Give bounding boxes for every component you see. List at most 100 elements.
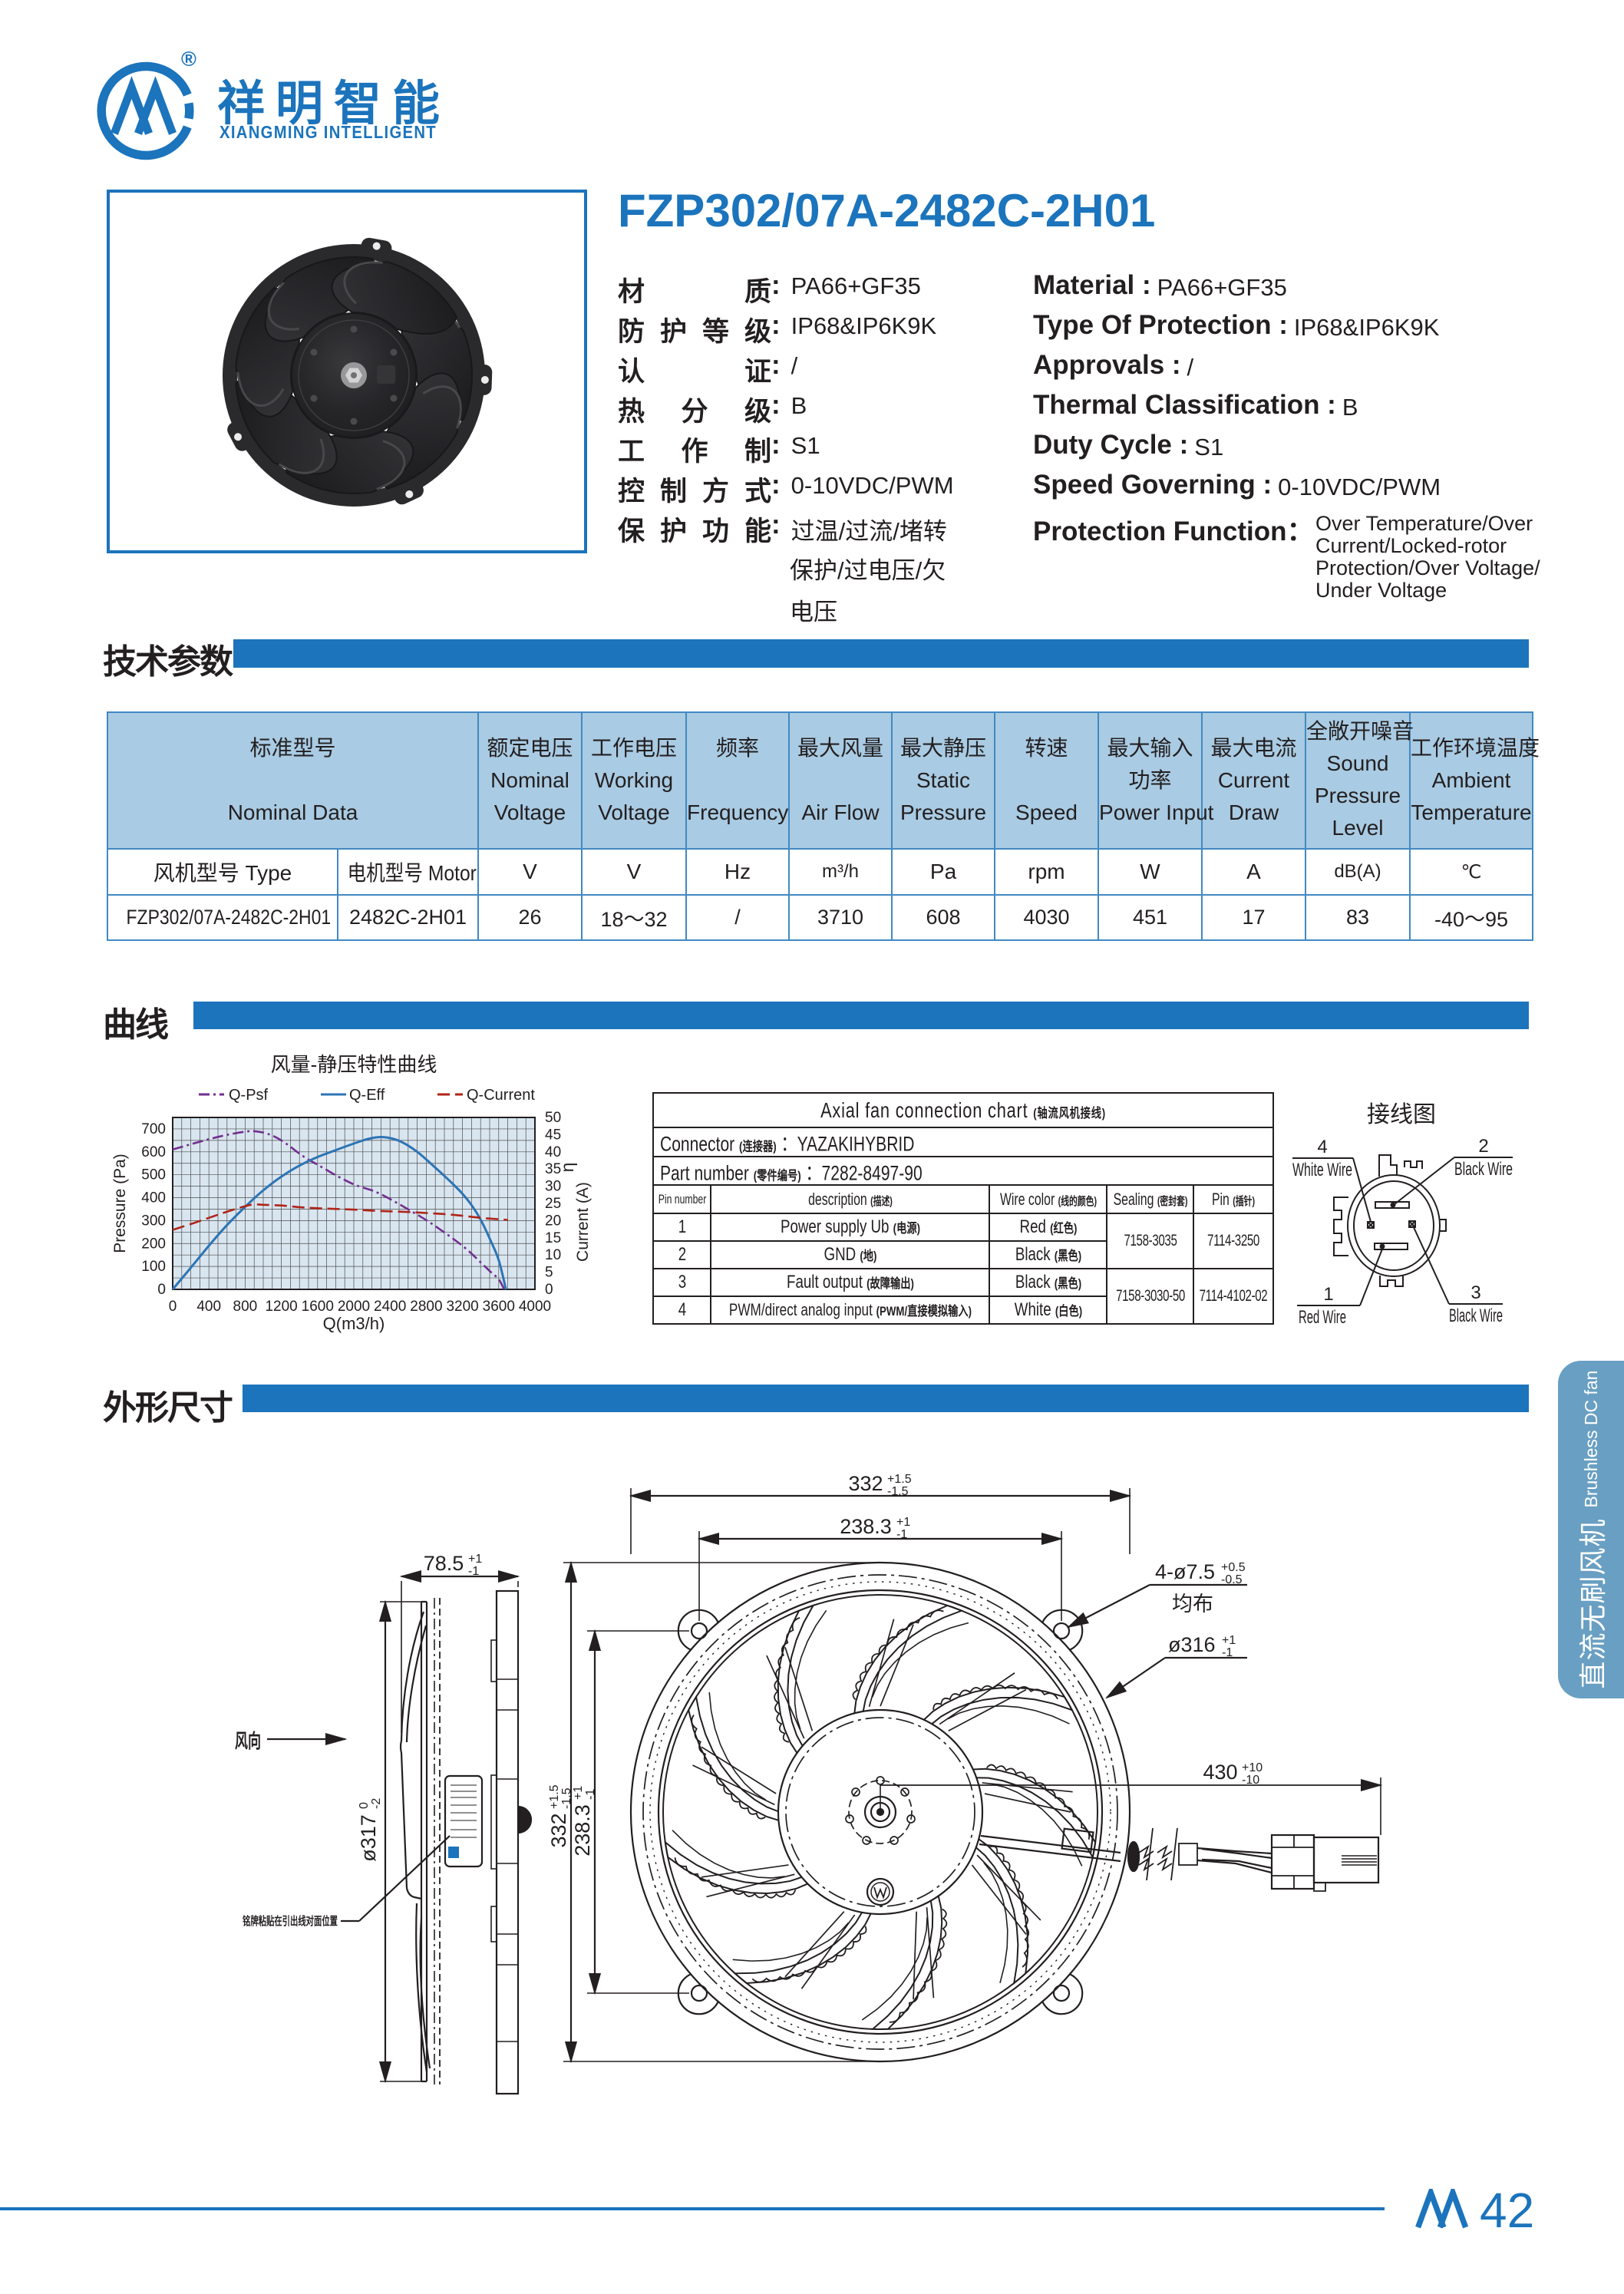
brand-name-cn: 祥明智能 xyxy=(217,78,451,130)
spec-cn-protection-grade: 防护等级:IP68&IP6K9K xyxy=(618,310,937,347)
val-current: 17 xyxy=(1201,894,1307,941)
conn-col-pin2: Pin (插针) xyxy=(1192,1184,1275,1214)
svg-text:700: 700 xyxy=(141,1121,166,1137)
spec-cn-thermal: 热分级:B xyxy=(618,390,807,427)
svg-text:200: 200 xyxy=(141,1236,166,1252)
conn-row-4: 4 PWM/direct analog input (PWM/直接模拟输入) W… xyxy=(652,1296,1273,1325)
svg-text:238.3: 238.3 xyxy=(840,1515,892,1538)
wind-direction-label: 风向 xyxy=(235,1730,261,1752)
svg-text:Q-Psf: Q-Psf xyxy=(229,1087,269,1104)
spec-en-speed-governing: Speed Governing :0-10VDC/PWM xyxy=(1033,470,1441,500)
svg-text:500: 500 xyxy=(141,1167,166,1183)
side-tab-en: Brushless DC fan xyxy=(1580,1370,1601,1508)
conn-col-sealing: Sealing (密封套) xyxy=(1106,1184,1194,1214)
svg-text:Q-Current: Q-Current xyxy=(467,1087,535,1104)
conn-col-desc: description (描述) xyxy=(710,1184,990,1214)
svg-text:100: 100 xyxy=(141,1259,166,1275)
svg-text:3600: 3600 xyxy=(483,1299,515,1315)
svg-text:Current (A): Current (A) xyxy=(574,1182,592,1262)
spec-cn-control: 控制方式:0-10VDC/PWM xyxy=(618,470,954,507)
svg-text:1600: 1600 xyxy=(302,1299,334,1315)
svg-text:+0.5: +0.5 xyxy=(1221,1561,1246,1574)
conn-col-color: Wire color (线的颜色) xyxy=(989,1184,1107,1214)
svg-text:-2: -2 xyxy=(370,1798,383,1809)
svg-text:800: 800 xyxy=(233,1299,258,1315)
section-params-bar xyxy=(233,639,1529,668)
wire-pin1-number: 1 xyxy=(1323,1284,1333,1305)
conn-sealing-34: 7158-3030-50 xyxy=(1106,1268,1194,1325)
svg-text:+1.5: +1.5 xyxy=(548,1784,561,1809)
wire-pin2-label: Black Wire xyxy=(1454,1159,1513,1180)
svg-text:15: 15 xyxy=(545,1230,561,1246)
conn-table-title: Axial fan connection chart (轴流风机接线) xyxy=(652,1092,1275,1128)
svg-text:78.5: 78.5 xyxy=(424,1552,464,1575)
conn-color-1: Red (红色) xyxy=(989,1213,1107,1242)
product-photo-frame xyxy=(107,190,587,553)
conn-header-row: Pin number description (描述) Wire color (… xyxy=(652,1184,1275,1214)
dimension-drawing: 78.5 +1 -1 ø317 0 -2 332 +1.5 -1.5 238.3… xyxy=(235,1472,1383,2095)
conn-pin-12: 7114-3250 xyxy=(1192,1213,1275,1269)
conn-pin-34: 7114-4102-02 xyxy=(1192,1268,1275,1325)
spec-en-duty: Duty Cycle :S1 xyxy=(1033,430,1224,460)
val-fan-type: FZP302/07A-2482C-2H01 xyxy=(107,894,338,941)
svg-text:ø317: ø317 xyxy=(357,1814,380,1862)
svg-text:-1.5: -1.5 xyxy=(887,1485,909,1498)
wire-pin4-number: 4 xyxy=(1317,1137,1327,1157)
unit-w: W xyxy=(1098,848,1203,896)
conn-desc-1: Power supply Ub (电源) xyxy=(710,1213,990,1242)
svg-text:0: 0 xyxy=(358,1802,371,1809)
spec-en-protection-fn: Protection Function： xyxy=(1033,517,1314,546)
param-table-data-row: FZP302/07A-2482C-2H01 2482C-2H01 26 18～3… xyxy=(107,894,1534,941)
section-dimensions-bar xyxy=(243,1385,1529,1412)
conn-connector-row: Connector (连接器) ：YAZAKIHYBRID xyxy=(652,1127,1275,1157)
svg-text:η: η xyxy=(557,1163,577,1173)
connection-table: Axial fan connection chart (轴流风机接线) Conn… xyxy=(652,1092,1275,1325)
conn-color-3: Black (黑色) xyxy=(989,1268,1107,1297)
svg-text:2000: 2000 xyxy=(338,1299,370,1315)
registered-mark: ® xyxy=(181,48,196,71)
conn-connector: Connector (连接器) ：YAZAKIHYBRID xyxy=(652,1127,1275,1157)
conn-pin-1: 1 xyxy=(652,1213,711,1242)
svg-text:4000: 4000 xyxy=(519,1299,551,1315)
wire-pin1-label: Red Wire xyxy=(1299,1307,1346,1328)
unit-motor-type: 电机型号 Motor xyxy=(336,848,480,896)
section-dimensions-title: 外形尺寸 xyxy=(103,1389,233,1427)
svg-text:400: 400 xyxy=(141,1190,166,1206)
nameplate-note: 铭牌粘贴在引出线对面位置 xyxy=(243,1914,338,1928)
svg-text:35: 35 xyxy=(545,1161,561,1177)
val-working-voltage: 18～32 xyxy=(581,894,688,941)
svg-text:+1: +1 xyxy=(572,1786,585,1800)
svg-text:风量-静压特性曲线: 风量-静压特性曲线 xyxy=(271,1053,437,1076)
svg-text:332: 332 xyxy=(848,1472,883,1495)
unit-hz: Hz xyxy=(685,848,791,896)
svg-text:0: 0 xyxy=(169,1299,177,1315)
svg-text:50: 50 xyxy=(545,1110,561,1126)
svg-text:-1: -1 xyxy=(1222,1646,1233,1659)
dim-238-top-label: 238.3 +1 -1 xyxy=(840,1515,910,1541)
svg-text:Pressure (Pa): Pressure (Pa) xyxy=(111,1154,129,1253)
conn-color-2: Black (黑色) xyxy=(989,1240,1107,1269)
spec-en-material: Material :PA66+GF35 xyxy=(1033,270,1287,301)
svg-text:3200: 3200 xyxy=(446,1299,478,1315)
svg-text:+10: +10 xyxy=(1242,1761,1263,1774)
svg-text:Q(m3/h): Q(m3/h) xyxy=(323,1314,385,1333)
val-frequency: / xyxy=(685,894,791,941)
dim-dia316-label: ø316 +1 -1 xyxy=(1168,1633,1236,1659)
side-tab-cn: 直流无刷风机 xyxy=(1577,1518,1609,1689)
performance-chart: 0100200300400500600700051015202530354045… xyxy=(111,1053,592,1333)
section-params-title: 技术参数 xyxy=(103,643,233,681)
conn-desc-3: Fault output (故障输出) xyxy=(710,1268,990,1297)
conn-part-number: Part number (零件编号) ：7282-8497-90 xyxy=(652,1156,1275,1186)
conn-row-3: 3 Fault output (故障输出) Black (黑色) 7158-30… xyxy=(652,1268,1275,1325)
unit-dba: dB(A) xyxy=(1305,848,1411,896)
spec-cn-material: 材质:PA66+GF35 xyxy=(618,270,921,307)
unit-v1: V xyxy=(477,848,583,896)
conn-color-4: White (白色) xyxy=(989,1296,1107,1325)
svg-text:20: 20 xyxy=(545,1213,561,1229)
unit-rpm: rpm xyxy=(994,848,1100,896)
